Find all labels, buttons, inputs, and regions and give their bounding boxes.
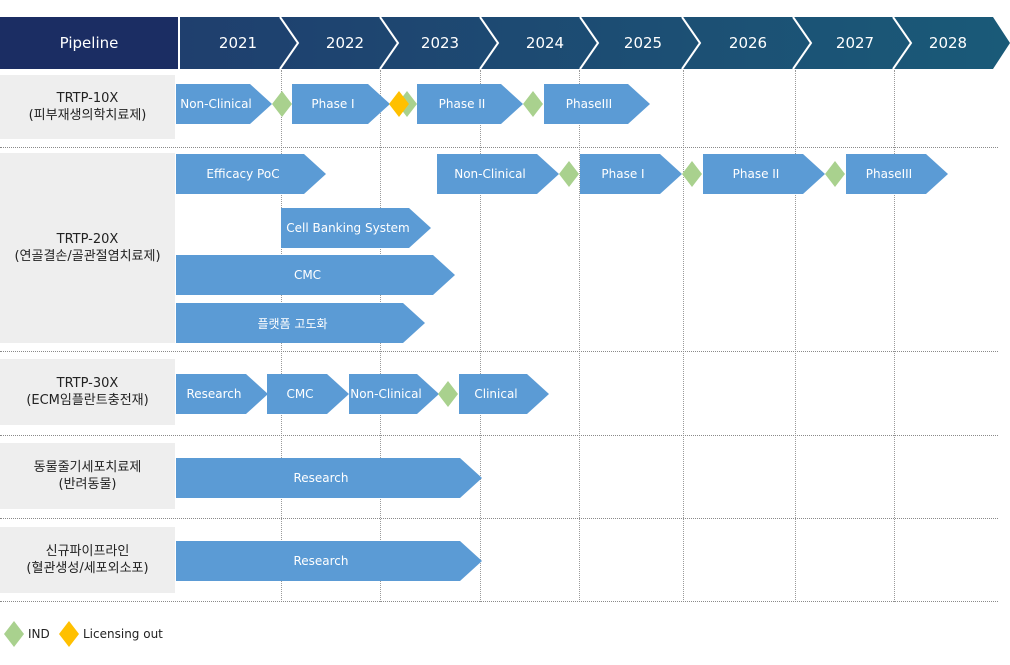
stage-label: Clinical: [474, 387, 518, 401]
stage-arrow-cell-banking-system: Cell Banking System: [281, 208, 431, 248]
ind-diamond: [559, 161, 579, 187]
stage-arrow-research: Research: [176, 541, 482, 581]
row-label-trtp-20x: TRTP-20X (연골결손/골관절염치료제): [0, 153, 175, 343]
legend-ind: IND: [4, 621, 50, 647]
stage-label: Phase II: [438, 97, 486, 111]
stage-arrow-non-clinical: Non-Clinical: [349, 374, 439, 414]
row-divider: [0, 147, 998, 148]
ind-diamond: [438, 381, 458, 407]
stage-arrow-non-clinical: Non-Clinical: [176, 84, 272, 124]
ind-diamond-icon: [4, 621, 24, 647]
licensing-out-diamond-icon: [59, 621, 79, 647]
stage-arrow-phase-1: Phase I: [580, 154, 682, 194]
legend-licensing-label: Licensing out: [83, 627, 163, 641]
stage-label: Phase I: [311, 97, 355, 111]
year-2028: 2028: [928, 34, 968, 52]
row-label-subtitle: (연골결손/골관절염치료제): [14, 249, 161, 264]
stage-arrow-platform-upgrade: 플랫폼 고도화: [176, 303, 425, 343]
stage-arrow-phase-2: Phase II: [417, 84, 523, 124]
row-label-trtp-30x: TRTP-30X (ECM임플란트충전재): [0, 359, 175, 425]
row-label-new-pipeline: 신규파이프라인 (혈관생성/세포외소포): [0, 527, 175, 593]
legend-ind-label: IND: [28, 627, 50, 641]
header-pipeline-label: Pipeline: [0, 17, 178, 69]
year-2026: 2026: [728, 34, 768, 52]
row-divider: [0, 601, 998, 602]
ind-diamond: [272, 91, 292, 117]
row-label-subtitle: (피부재생의학치료제): [28, 108, 147, 123]
stage-label: Non-Clinical: [350, 387, 422, 401]
stage-label: 플랫폼 고도화: [257, 316, 328, 331]
stage-arrow-cmc: CMC: [176, 255, 455, 295]
stage-label: Phase II: [732, 167, 780, 181]
legend-licensing-out: Licensing out: [59, 621, 163, 647]
row-label-trtp-10x: TRTP-10X (피부재생의학치료제): [0, 75, 175, 139]
row-label-title: TRTP-20X: [56, 232, 119, 247]
stage-arrow-non-clinical: Non-Clinical: [437, 154, 559, 194]
year-2022: 2022: [325, 34, 365, 52]
licensing-out-diamond: [389, 91, 409, 117]
row-label-title: 신규파이프라인: [45, 544, 130, 559]
row-divider: [0, 435, 998, 436]
stage-label: Non-Clinical: [180, 97, 252, 111]
ind-diamond: [682, 161, 702, 187]
row-divider: [0, 351, 998, 352]
stage-arrow-phase-1: Phase I: [292, 84, 390, 124]
stage-label: Non-Clinical: [454, 167, 526, 181]
stage-label: CMC: [293, 268, 322, 282]
stage-arrow-research: Research: [176, 458, 482, 498]
stage-arrow-research: Research: [176, 374, 268, 414]
stage-label: Efficacy PoC: [206, 167, 280, 181]
stage-label: Phase I: [601, 167, 645, 181]
ind-diamond: [825, 161, 845, 187]
stage-label: Research: [293, 554, 349, 568]
column-divider: [795, 70, 796, 602]
row-label-subtitle: (ECM임플란트충전재): [26, 393, 149, 408]
row-divider: [0, 518, 998, 519]
year-2021: 2021: [218, 34, 258, 52]
year-2023: 2023: [420, 34, 460, 52]
year-2027: 2027: [835, 34, 875, 52]
row-label-animal-stem-cell: 동물줄기세포치료제 (반려동물): [0, 443, 175, 509]
stage-arrow-efficacy-poc: Efficacy PoC: [176, 154, 326, 194]
stage-label: Research: [293, 471, 349, 485]
stage-label: Research: [186, 387, 242, 401]
column-divider: [579, 70, 580, 602]
stage-label: PhaseIII: [865, 167, 913, 181]
stage-label: PhaseIII: [565, 97, 613, 111]
stage-label: Cell Banking System: [286, 221, 410, 235]
stage-arrow-cmc: CMC: [267, 374, 349, 414]
row-label-title: 동물줄기세포치료제: [33, 460, 142, 475]
stage-label: CMC: [286, 387, 314, 401]
year-2025: 2025: [623, 34, 663, 52]
ind-diamond: [523, 91, 543, 117]
stage-arrow-phase-2: Phase II: [703, 154, 825, 194]
stage-arrow-phase-3: PhaseIII: [544, 84, 650, 124]
stage-arrow-clinical: Clinical: [459, 374, 549, 414]
column-divider: [480, 70, 481, 602]
stage-arrow-phase-3: PhaseIII: [846, 154, 948, 194]
row-label-title: TRTP-10X: [56, 91, 119, 106]
year-header-band: [180, 17, 1010, 69]
year-2024: 2024: [525, 34, 565, 52]
column-divider: [894, 70, 895, 602]
row-label-subtitle: (혈관생성/세포외소포): [26, 561, 149, 576]
column-divider: [683, 70, 684, 602]
row-label-title: TRTP-30X: [56, 376, 119, 391]
row-label-subtitle: (반려동물): [58, 477, 117, 492]
